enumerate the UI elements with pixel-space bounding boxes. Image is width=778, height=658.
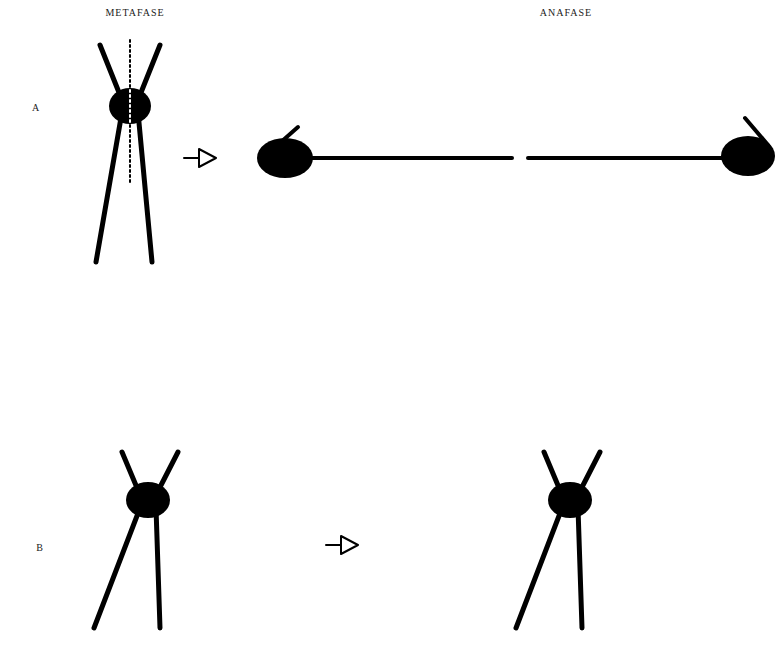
column-heading: METAFASE [105,7,164,18]
metaphase-chromosome [516,452,600,628]
arrow-symbol [326,536,358,554]
row-label: A [32,102,40,113]
anaphase-chromatid [528,118,775,176]
metaphase-chromosome [94,452,178,628]
column-heading: ANAFASE [540,7,592,18]
anaphase-chromatid [257,127,512,178]
row-label: B [36,542,44,553]
arrow-symbol [184,149,216,167]
metaphase-chromosome [96,40,160,262]
